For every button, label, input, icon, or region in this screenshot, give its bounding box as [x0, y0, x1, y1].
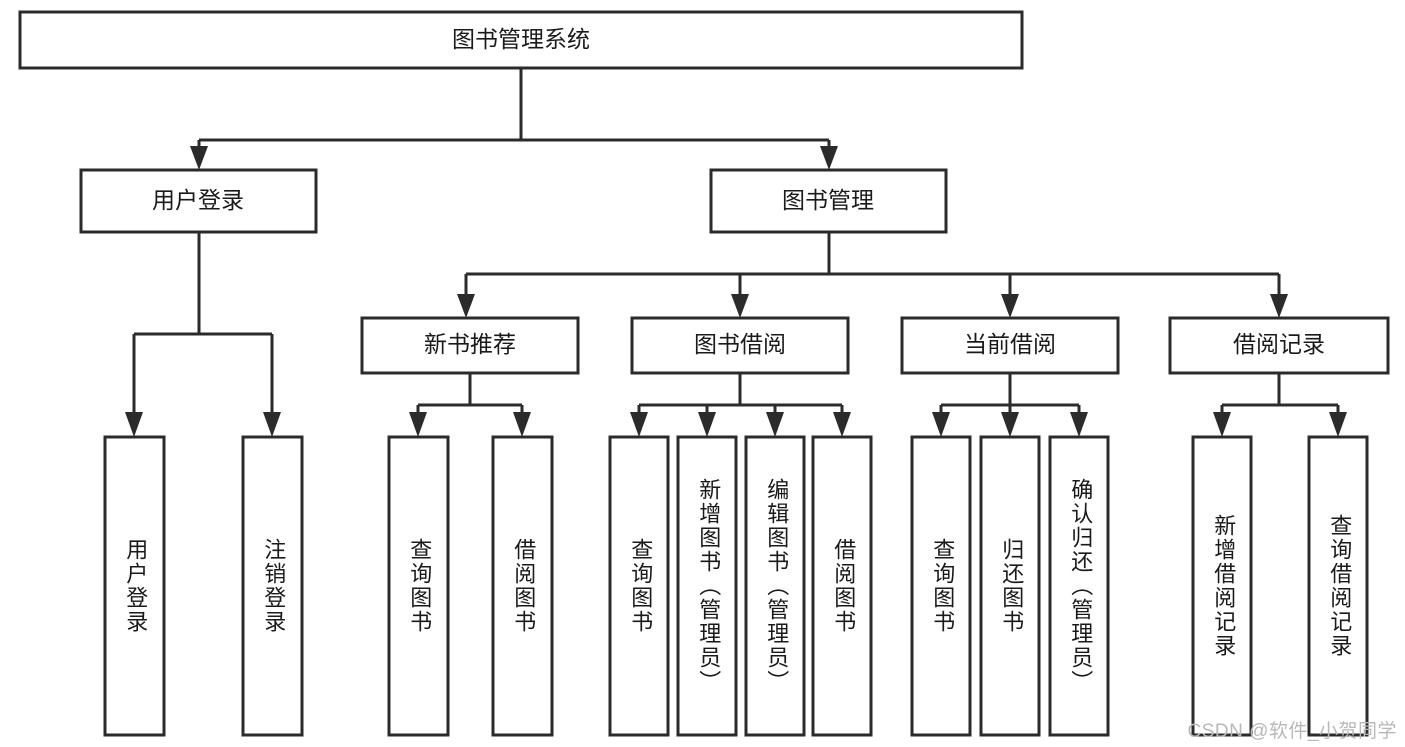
arrow-bookborrow-leaf2 [698, 412, 716, 437]
leaf-label: 确认归还（管理员） [1068, 478, 1093, 694]
leaf-label: 编辑图书（管理员） [764, 478, 789, 694]
leaf-label: 查询借阅记录 [1327, 514, 1352, 658]
current-borrow-box [900, 316, 1120, 375]
node-root-book-management-system[interactable]: 图书管理系统 [18, 10, 1024, 70]
leaf-box [103, 435, 166, 737]
arrow-currentborrow-leaf1 [932, 412, 950, 437]
node-new-book-recommend[interactable]: 新书推荐 [360, 316, 580, 375]
new-book-recommend-box [360, 316, 580, 375]
leaf-label: 借阅图书 [511, 538, 536, 634]
leaf-box [910, 435, 972, 737]
arrow-bookmgmt-to-currentborrow [1001, 294, 1019, 318]
leaf-new-book-borrow-book[interactable]: 借阅图书 [491, 435, 554, 737]
root-label: 图书管理系统 [452, 26, 590, 52]
leaf-box [608, 435, 670, 737]
leaf-book-borrow-add-book-admin[interactable]: 新增图书（管理员） [676, 435, 738, 737]
arrow-bookmgmt-to-bookborrow [731, 294, 749, 318]
leaf-label: 查询图书 [930, 538, 955, 634]
leaf-borrow-record-query-record[interactable]: 查询借阅记录 [1307, 435, 1369, 737]
user-login-box [79, 168, 318, 234]
leaf-current-borrow-query-book[interactable]: 查询图书 [910, 435, 972, 737]
new-book-recommend-label: 新书推荐 [424, 331, 516, 357]
leaf-book-borrow-query-book[interactable]: 查询图书 [608, 435, 670, 737]
arrow-borrowrecord-leaf1 [1213, 412, 1231, 437]
arrow-newbook-leaf2 [513, 412, 531, 437]
arrow-bookmgmt-to-borrowrecord [1270, 294, 1288, 318]
leaf-box [387, 435, 450, 737]
arrow-bookborrow-leaf4 [833, 412, 851, 437]
arrow-currentborrow-leaf2 [1001, 412, 1019, 437]
user-login-label: 用户登录 [152, 187, 244, 213]
leaf-label: 归还图书 [999, 538, 1024, 634]
arrow-root-to-userlogin [190, 146, 208, 170]
connectors [125, 68, 1347, 437]
node-book-management[interactable]: 图书管理 [709, 168, 948, 234]
borrow-record-box [1168, 316, 1390, 375]
leaf-box [1307, 435, 1369, 737]
leaf-book-borrow-borrow-book[interactable]: 借阅图书 [811, 435, 873, 737]
leaf-user-login-login[interactable]: 用户登录 [103, 435, 166, 737]
arrow-newbook-leaf1 [409, 412, 427, 437]
arrow-userlogin-leaf2 [263, 412, 281, 437]
leaf-new-book-query-book[interactable]: 查询图书 [387, 435, 450, 737]
leaf-current-borrow-confirm-return-admin[interactable]: 确认归还（管理员） [1048, 435, 1110, 737]
leaf-label: 查询图书 [628, 538, 653, 634]
arrow-currentborrow-leaf3 [1070, 412, 1088, 437]
arrow-userlogin-leaf1 [125, 412, 143, 437]
leaf-label: 注销登录 [261, 538, 286, 634]
leaf-borrow-record-add-record[interactable]: 新增借阅记录 [1191, 435, 1253, 737]
leaf-label: 用户登录 [123, 538, 148, 634]
leaf-book-borrow-edit-book-admin[interactable]: 编辑图书（管理员） [744, 435, 806, 737]
book-management-label: 图书管理 [782, 187, 874, 213]
leaf-user-login-logout[interactable]: 注销登录 [241, 435, 304, 737]
leaf-label: 借阅图书 [831, 538, 856, 634]
leaf-box [491, 435, 554, 737]
node-book-borrow[interactable]: 图书借阅 [630, 316, 850, 375]
book-borrow-label: 图书借阅 [694, 331, 786, 357]
leaf-box [979, 435, 1041, 737]
book-borrow-box [630, 316, 850, 375]
arrow-borrowrecord-leaf2 [1329, 412, 1347, 437]
leaf-label: 新增借阅记录 [1211, 514, 1236, 658]
node-user-login[interactable]: 用户登录 [79, 168, 318, 234]
leaf-box [1191, 435, 1253, 737]
node-borrow-record[interactable]: 借阅记录 [1168, 316, 1390, 375]
root-box [18, 10, 1024, 70]
leaf-box [1048, 435, 1110, 737]
node-current-borrow[interactable]: 当前借阅 [900, 316, 1120, 375]
leaf-box [811, 435, 873, 737]
arrow-bookborrow-leaf1 [630, 412, 648, 437]
leaf-label: 新增图书（管理员） [696, 478, 721, 694]
current-borrow-label: 当前借阅 [964, 331, 1056, 357]
leaf-current-borrow-return-book[interactable]: 归还图书 [979, 435, 1041, 737]
leaf-label: 查询图书 [407, 538, 432, 634]
leaf-box [744, 435, 806, 737]
book-management-box [709, 168, 948, 234]
leaf-box [241, 435, 304, 737]
arrow-bookborrow-leaf3 [766, 412, 784, 437]
arrow-bookmgmt-to-newbook [457, 294, 475, 318]
leaf-box [676, 435, 738, 737]
borrow-record-label: 借阅记录 [1233, 331, 1325, 357]
arrow-root-to-bookmgmt [820, 146, 838, 170]
